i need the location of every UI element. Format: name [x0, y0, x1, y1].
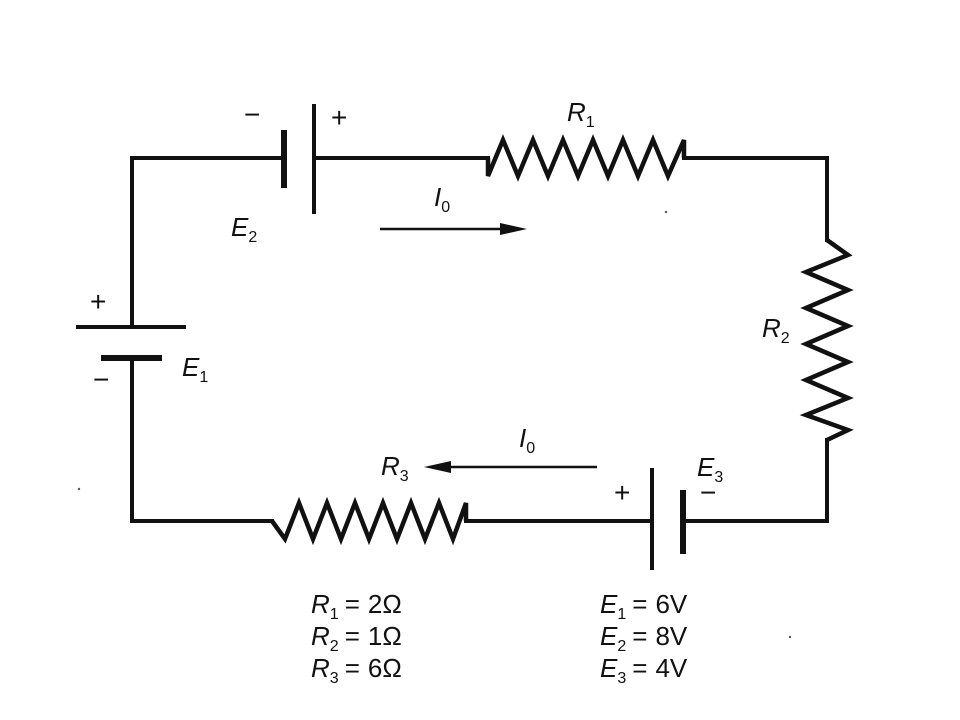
- wire-left-top: [130, 156, 284, 329]
- value-r1: R1=2Ω: [311, 589, 402, 623]
- resistor-r3: [270, 496, 469, 546]
- label-r2: R2: [762, 313, 790, 347]
- current-arrow-bottom: [424, 461, 597, 473]
- battery-e3: [650, 468, 686, 570]
- scan-speck: [788, 635, 792, 639]
- resistor-r2: [799, 238, 854, 443]
- battery-e1: [76, 325, 186, 361]
- resistor-r1: [485, 134, 687, 182]
- label-e1: E1: [182, 352, 208, 386]
- value-r2: R2=1Ω: [311, 621, 402, 655]
- e2-minus-sign: −: [244, 99, 260, 130]
- value-e2: E2=8V: [600, 621, 688, 655]
- e2-plus-sign: +: [331, 102, 347, 133]
- scan-speck: [664, 210, 668, 214]
- e3-plus-sign: +: [614, 477, 630, 508]
- wire-left-bottom: [130, 356, 274, 523]
- scan-speck: [77, 487, 81, 491]
- current-arrow-top: [380, 223, 527, 235]
- label-r1: R1: [567, 97, 595, 131]
- e1-minus-sign: −: [93, 364, 109, 395]
- label-e3: E3: [697, 452, 723, 486]
- e1-plus-sign: +: [90, 286, 106, 317]
- wire-top-right: [682, 156, 829, 242]
- label-r3: R3: [381, 451, 409, 485]
- e3-minus-sign: −: [700, 477, 716, 508]
- wires: [130, 156, 829, 523]
- value-e1: E1=6V: [600, 589, 688, 623]
- label-current-top: I0: [434, 182, 450, 216]
- source-values: E1=6V E2=8V E3=4V: [600, 589, 688, 687]
- battery-e2: [281, 104, 316, 214]
- resistor-values: R1=2Ω R2=1Ω R3=6Ω: [311, 589, 402, 687]
- label-e2: E2: [231, 212, 257, 246]
- value-e3: E3=4V: [600, 653, 688, 687]
- label-current-bottom: I0: [519, 423, 535, 457]
- wire-right-bottom: [682, 438, 829, 523]
- value-r3: R3=6Ω: [311, 653, 402, 687]
